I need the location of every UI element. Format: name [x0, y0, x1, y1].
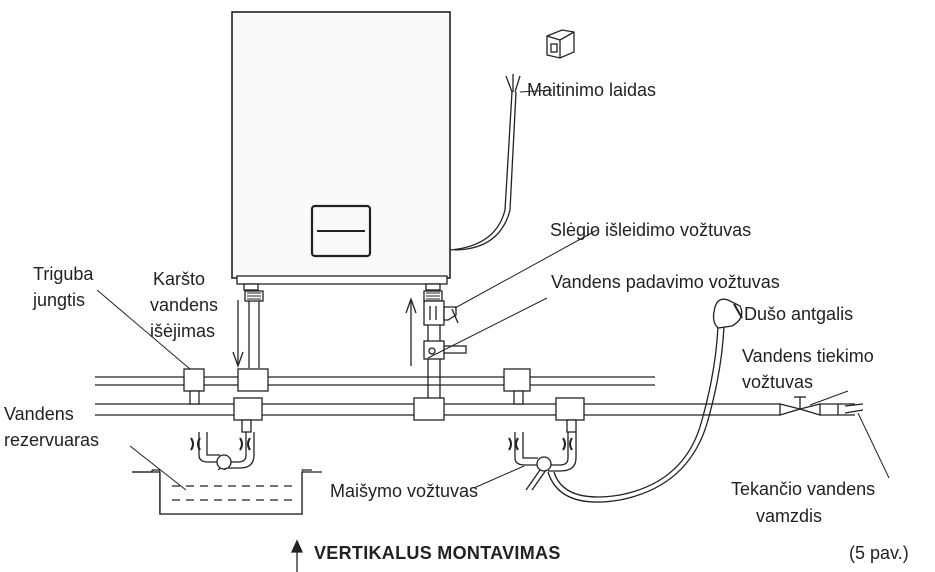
right-mixing-assembly [508, 390, 577, 491]
label-triple-joint-2: jungtis [33, 290, 86, 310]
power-cord [449, 74, 553, 251]
shower-hose [547, 298, 743, 503]
label-hot-outlet-2: vandens [150, 295, 219, 315]
caption-arrow-icon [290, 539, 304, 572]
label-reservoir-1: Vandens [4, 404, 74, 424]
label-triple-joint-1: Triguba [33, 264, 94, 284]
lower-pipe [95, 396, 864, 421]
label-water-inlet-valve: Vandens padavimo vožtuvas [551, 272, 780, 292]
label-reservoir-2: rezervuaras [4, 430, 100, 450]
upper-pipe [95, 368, 655, 392]
caption-title: VERTIKALUS MONTAVIMAS [314, 543, 561, 563]
reservoir [132, 469, 322, 515]
label-power-cord: Maitinimo laidas [527, 80, 657, 100]
label-tap-pipe-2: vamzdis [756, 506, 823, 526]
label-pressure-relief-valve: Slėgio išleidimo vožtuvas [550, 220, 752, 240]
label-hot-outlet-1: Karšto [153, 269, 206, 289]
leader-lines [96, 229, 890, 491]
label-shower-head: Dušo antgalis [744, 304, 854, 324]
cold-inlet-assembly [405, 290, 467, 402]
label-mixing-valve: Maišymo vožtuvas [330, 481, 479, 501]
socket-box [546, 29, 575, 59]
label-supply-valve-2: vožtuvas [742, 372, 814, 392]
label-hot-outlet-3: išėjimas [150, 321, 216, 341]
hot-outlet-pipe [232, 290, 264, 368]
water-heater-tank [231, 11, 451, 291]
caption-figure-number: (5 pav.) [849, 543, 909, 563]
label-supply-valve-1: Vandens tiekimo [742, 346, 874, 366]
label-tap-pipe-1: Tekančio vandens [731, 479, 876, 499]
